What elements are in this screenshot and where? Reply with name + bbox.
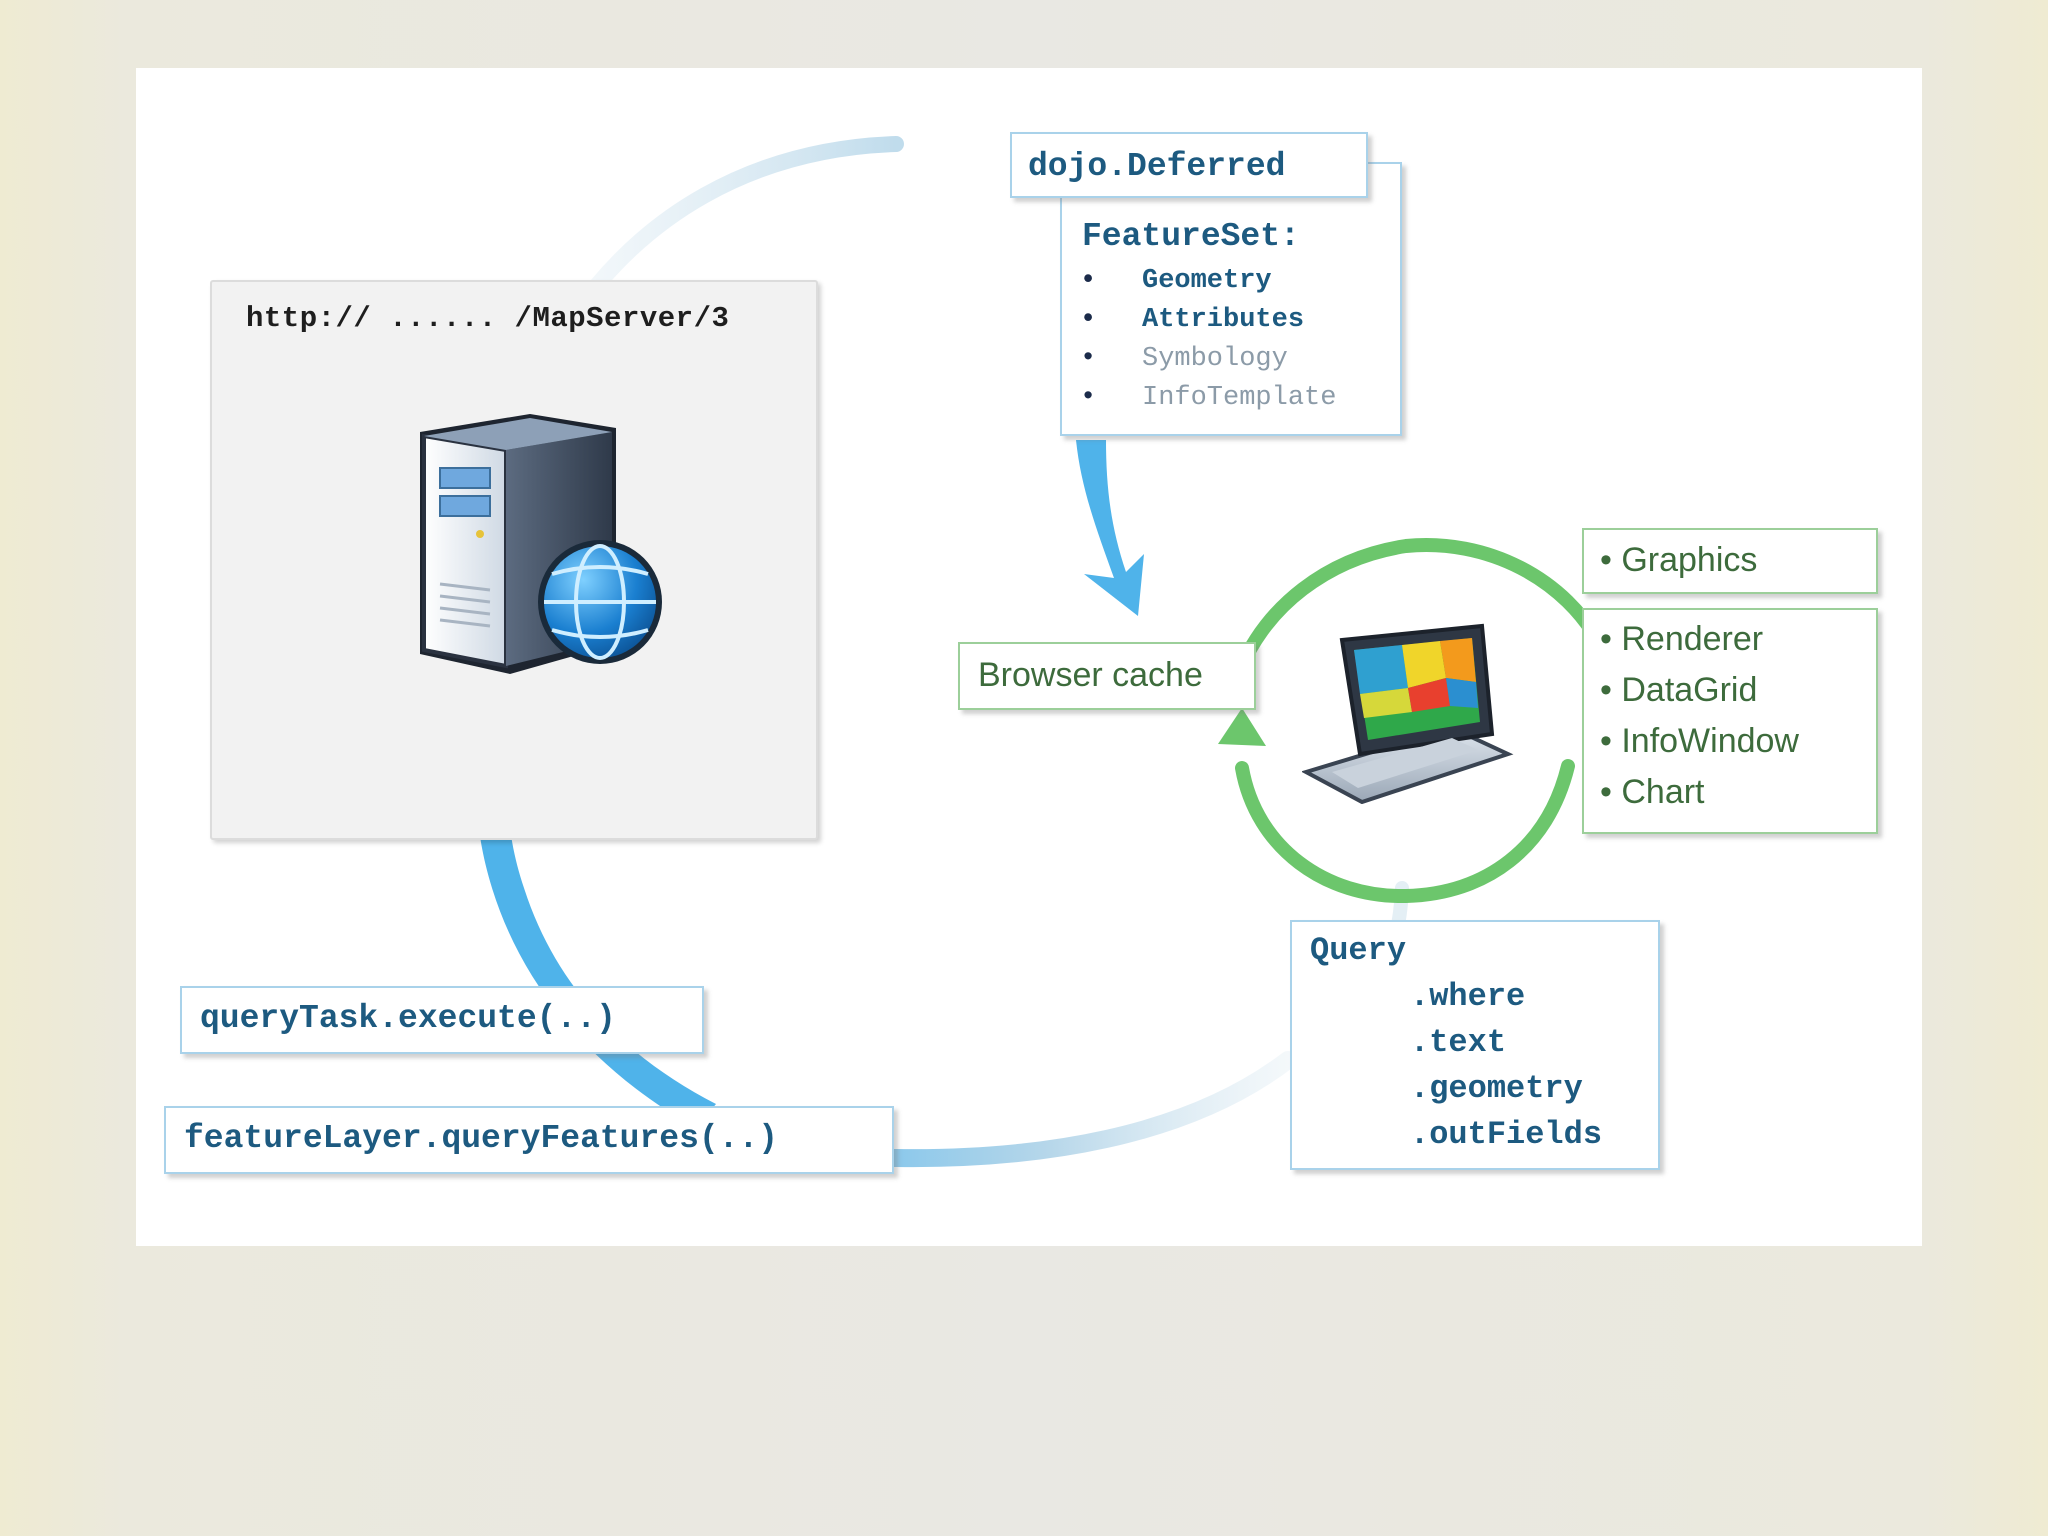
query-field: .text <box>1410 1024 1507 1061</box>
query-field: .outFields <box>1410 1116 1603 1153</box>
query-title: Query <box>1310 932 1407 969</box>
diagram-card: http:// ...... /MapServer/3 <box>136 68 1922 1246</box>
bullet-icon: • <box>1080 305 1097 335</box>
featureset-box: FeatureSet: • Geometry • Attributes • Symbolo… <box>1060 162 1402 436</box>
featureset-item: • Symbology <box>1080 344 1400 383</box>
featureset-item-label: Geometry <box>1142 266 1272 296</box>
featureset-item-label: Symbology <box>1142 344 1288 374</box>
server-url: http:// ...... /MapServer/3 <box>246 302 730 335</box>
browser-cache-label: Browser cache <box>958 642 1256 710</box>
bullet-icon: • <box>1080 344 1097 374</box>
deferred-label: dojo.Deferred <box>1010 132 1368 198</box>
client-output-item: • Renderer <box>1600 620 1764 658</box>
graphics-label: • Graphics <box>1582 528 1878 594</box>
client-cycle-arrowhead-left <box>1218 708 1266 746</box>
web-server-icon <box>420 414 662 674</box>
laptop-map-icon <box>1302 623 1514 804</box>
client-outputs-list: • Renderer • DataGrid • InfoWindow • Chart <box>1600 620 1876 824</box>
featureset-item-label: Attributes <box>1142 305 1305 335</box>
client-cycle-arc-top <box>1234 538 1609 675</box>
featureset-item: • Geometry <box>1080 266 1400 305</box>
bullet-icon: • <box>1080 266 1097 296</box>
client-output-item: • Chart <box>1600 773 1705 811</box>
response-arrow <box>1076 440 1144 616</box>
client-output-item: • DataGrid <box>1600 671 1758 709</box>
map-server-panel: http:// ...... /MapServer/3 <box>210 280 818 840</box>
featureset-item: • InfoTemplate <box>1080 383 1400 422</box>
client-cycle-arc-bottom <box>1235 759 1575 904</box>
bullet-icon: • <box>1080 383 1097 413</box>
featureset-item-label: InfoTemplate <box>1142 383 1337 413</box>
featureset-item: • Attributes <box>1080 305 1400 344</box>
feature-layer-call: featureLayer.queryFeatures(..) <box>164 1106 894 1174</box>
query-field: .geometry <box>1410 1070 1583 1107</box>
query-fields-list: .where .text .geometry .outFields <box>1310 978 1658 1162</box>
query-box: Query .where .text .geometry .outFields <box>1290 920 1660 1170</box>
query-field: .where <box>1410 978 1526 1015</box>
featureset-list: • Geometry • Attributes • Symbology • InfoTempl… <box>1080 266 1400 422</box>
client-output-item: • InfoWindow <box>1600 722 1799 760</box>
client-outputs-box: • Renderer • DataGrid • InfoWindow • Chart <box>1582 608 1878 834</box>
query-task-call: queryTask.execute(..) <box>180 986 704 1054</box>
featureset-title: FeatureSet: <box>1082 218 1300 255</box>
